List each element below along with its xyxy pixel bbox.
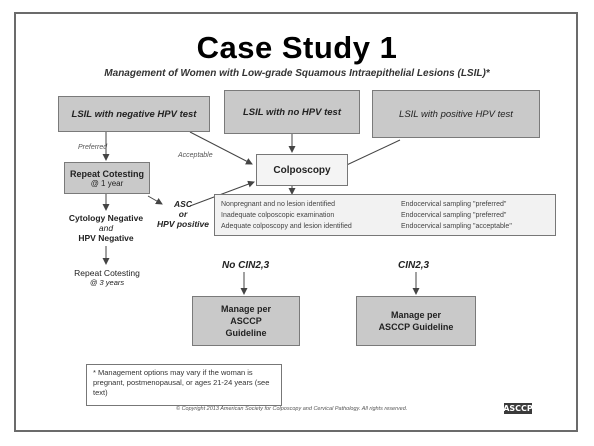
conditions-left-column: Nonpregnant and no lesion identified Ina… bbox=[221, 199, 401, 232]
slide-title: Case Study 1 bbox=[196, 30, 398, 65]
arrow-repeat-to-ascus bbox=[147, 195, 163, 205]
footnote-text: * Management options may vary if the wom… bbox=[93, 368, 270, 397]
arrow-negative-to-colposcopy bbox=[189, 131, 253, 165]
label-ascus-line1: ASC bbox=[174, 199, 192, 209]
box-lsil-positive-hpv-label: LSIL with positive HPV test bbox=[399, 108, 513, 120]
box-lsil-negative-hpv: LSIL with negative HPV test bbox=[58, 96, 210, 132]
box-manage-left: Manage per ASCCP Guideline bbox=[192, 296, 300, 346]
label-acceptable: Acceptable bbox=[178, 152, 213, 159]
label-cin23: CIN2,3 bbox=[398, 260, 430, 271]
condition-left-item: Adequate colposcopy and lesion identifie… bbox=[221, 223, 352, 230]
asccp-logo-text: ASCCP bbox=[503, 404, 533, 413]
label-cytology-negative: Cytology Negative and HPV Negative bbox=[56, 210, 156, 246]
box-repeat-cotesting-label: Repeat Cotesting bbox=[69, 168, 144, 179]
box-colposcopy-label: Colposcopy bbox=[273, 164, 331, 176]
conditions-right-column: Endocervical sampling "preferred" Endoce… bbox=[401, 199, 553, 232]
box-colposcopy: Colposcopy bbox=[256, 154, 348, 186]
label-ascus-or-hpv: ASC or HPV positive bbox=[154, 194, 212, 234]
condition-left-item: Nonpregnant and no lesion identified bbox=[221, 201, 336, 208]
condition-right-item: Endocervical sampling "preferred" bbox=[401, 212, 507, 219]
box-repeat-cotesting: Repeat Cotesting @ 1 year bbox=[64, 162, 150, 194]
asccp-logo: ASCCP bbox=[503, 403, 533, 414]
label-cytology-line2: and bbox=[98, 223, 114, 233]
colposcopy-conditions-box: Nonpregnant and no lesion identified Ina… bbox=[214, 194, 556, 236]
footnote-box: * Management options may vary if the wom… bbox=[86, 364, 282, 406]
slide-subtitle: Management of Women with Low-grade Squam… bbox=[104, 68, 490, 79]
label-ascus-line3: HPV positive bbox=[157, 219, 209, 229]
condition-right-item: Endocervical sampling "acceptable" bbox=[401, 223, 512, 230]
box-lsil-negative-hpv-label: LSIL with negative HPV test bbox=[71, 108, 197, 120]
label-repeat-final-line1: Repeat Cotesting bbox=[74, 268, 140, 278]
condition-right-item: Endocervical sampling "preferred" bbox=[401, 201, 507, 208]
box-manage-right-label: Manage per ASCCP Guideline bbox=[378, 310, 454, 332]
box-manage-right: Manage per ASCCP Guideline bbox=[356, 296, 476, 346]
box-lsil-no-hpv-label: LSIL with no HPV test bbox=[243, 106, 341, 118]
condition-left-item: Inadequate colposcopic examination bbox=[221, 212, 335, 219]
label-repeat-final-line2: @ 3 years bbox=[89, 278, 125, 287]
label-ascus-line2: or bbox=[178, 209, 188, 219]
label-repeat-cotesting-3yr: Repeat Cotesting @ 3 years bbox=[60, 264, 154, 292]
label-no-cin23: No CIN2,3 bbox=[222, 260, 270, 271]
copyright-text: © Copyright 2013 American Society for Co… bbox=[176, 406, 408, 412]
box-manage-left-label: Manage per ASCCP Guideline bbox=[220, 304, 271, 338]
label-preferred: Preferred bbox=[78, 144, 108, 151]
label-cytology-line3: HPV Negative bbox=[78, 233, 134, 243]
box-repeat-cotesting-interval: @ 1 year bbox=[90, 178, 124, 188]
slide-frame bbox=[14, 12, 578, 432]
box-lsil-positive-hpv: LSIL with positive HPV test bbox=[372, 90, 540, 138]
label-cytology-line1: Cytology Negative bbox=[68, 213, 144, 223]
box-lsil-no-hpv: LSIL with no HPV test bbox=[224, 90, 360, 134]
